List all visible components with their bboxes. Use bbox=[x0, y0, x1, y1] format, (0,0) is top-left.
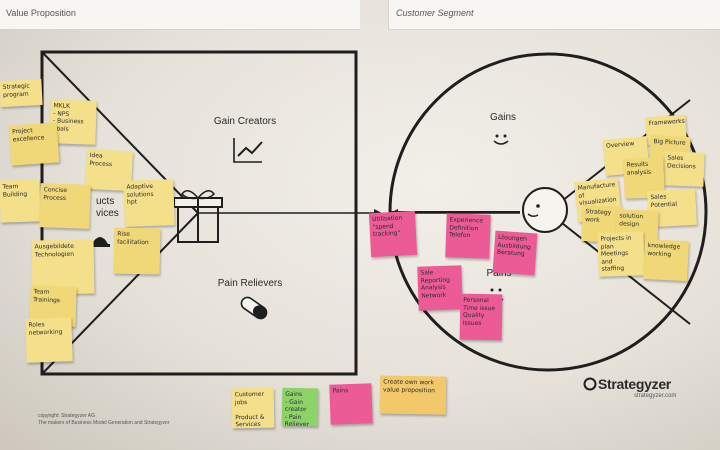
strategyzer-logo-icon bbox=[583, 377, 597, 391]
sticky-note[interactable]: Concise Process bbox=[39, 183, 91, 229]
chart-icon bbox=[233, 138, 262, 163]
pain-sticky-note[interactable]: Sale Reporting Analysis Network bbox=[417, 265, 463, 311]
products-services-label: ucts vices bbox=[96, 196, 119, 219]
smiley-icon bbox=[493, 140, 509, 145]
frowny-eye-left bbox=[490, 288, 494, 292]
frowny-eye-right bbox=[498, 288, 502, 292]
gain-sticky-note[interactable]: Projects in plan Meetings and staffing bbox=[597, 231, 645, 277]
pain-sticky-note[interactable]: Personal Time issue Quality issues bbox=[459, 293, 503, 341]
gain-creators-label: Gain Creators bbox=[213, 116, 277, 127]
strategyzer-url: strategyzer.com bbox=[634, 393, 677, 399]
gain-sticky-note[interactable]: Sales Decisions bbox=[663, 151, 705, 187]
sticky-note[interactable]: Adaptive solutions hpt bbox=[123, 179, 175, 227]
gain-sticky-note[interactable]: knowledge working bbox=[642, 238, 690, 282]
customer-face-icon bbox=[522, 187, 568, 233]
gains-label: Gains bbox=[489, 112, 517, 123]
pill-icon bbox=[240, 296, 268, 320]
legend-sticky-note[interactable]: Create own work value proposition bbox=[379, 375, 447, 415]
pain-relievers-label: Pain Relievers bbox=[217, 278, 283, 289]
customer-segment-title: Customer Segment bbox=[396, 8, 474, 18]
legend-sticky-note[interactable]: Pains bbox=[329, 383, 373, 425]
header-strip-left bbox=[0, 0, 360, 30]
sticky-note[interactable]: Rise facilitation bbox=[113, 227, 161, 275]
sticky-note[interactable]: Team Building bbox=[0, 179, 41, 223]
gift-bow-icon bbox=[181, 190, 215, 200]
face-eye-icon bbox=[536, 204, 540, 208]
pain-sticky-note[interactable]: Lösungen Ausbildung Beratung bbox=[492, 230, 538, 276]
legend-sticky-note[interactable]: Customer jobs Product & Services bbox=[231, 387, 275, 429]
header-strip-right bbox=[388, 0, 720, 30]
value-proposition-title: Value Proposition bbox=[6, 8, 76, 18]
pain-sticky-note[interactable]: Experience Definition Telefon bbox=[445, 213, 491, 259]
pains-label: Pains bbox=[486, 268, 512, 279]
sticky-note[interactable]: Project excellence bbox=[8, 122, 60, 166]
service-bell-icon bbox=[92, 237, 108, 244]
strategyzer-logo: Strategyzer bbox=[598, 376, 671, 392]
pain-sticky-note[interactable]: Utilisation "spend tracking" bbox=[368, 210, 418, 258]
face-mouth-icon bbox=[527, 213, 539, 218]
legend-sticky-note[interactable]: Gains - Gain creator - Pain Reliever bbox=[281, 387, 319, 427]
smiley-eye-left bbox=[495, 134, 499, 138]
smiley-eye-right bbox=[503, 134, 507, 138]
chart-trend-icon bbox=[237, 141, 263, 157]
service-bell-base-icon bbox=[90, 244, 110, 247]
sticky-note[interactable]: Strategic program bbox=[0, 78, 43, 108]
sticky-note[interactable]: Roles networking bbox=[25, 317, 73, 363]
copyright-text: copyright: Strategyzer AG The makers of … bbox=[38, 413, 170, 426]
